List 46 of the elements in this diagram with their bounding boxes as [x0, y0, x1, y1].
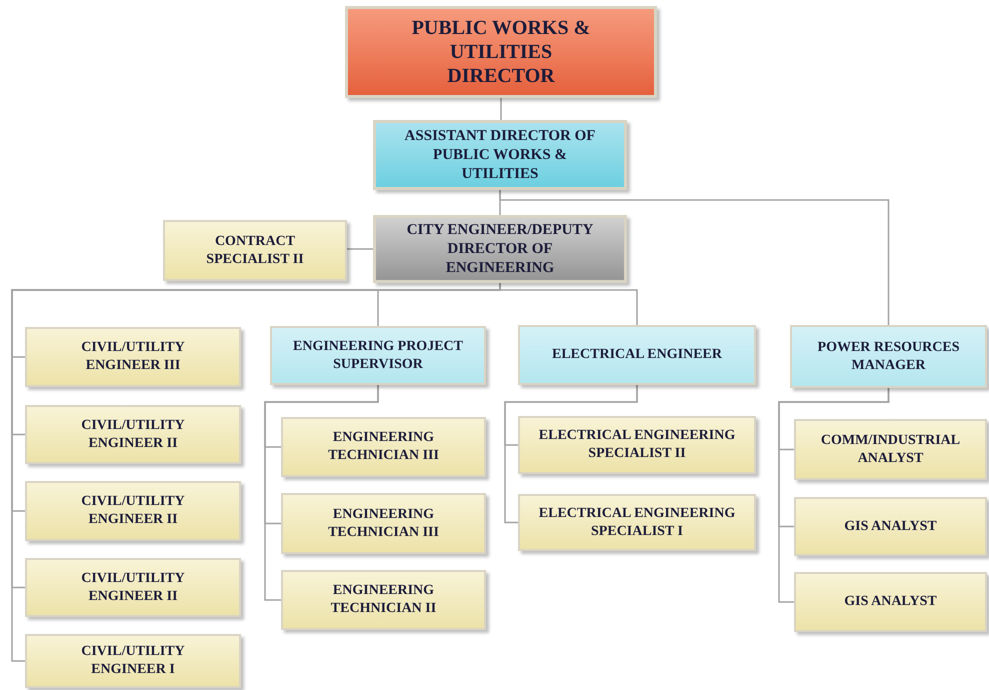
connector-line: [264, 385, 379, 601]
box-title: ASSISTANT DIRECTOR OF PUBLIC WORKS & UTILITIES: [404, 126, 596, 184]
org-box: [25, 558, 241, 617]
org-box: [794, 497, 987, 556]
org-box: [163, 220, 347, 281]
org-box: [281, 493, 486, 554]
org-box: [25, 481, 241, 541]
box-title: GIS ANALYST: [844, 593, 937, 611]
connector-line: [500, 98, 502, 120]
box-title: COMM/INDUSTRIAL ANALYST: [820, 432, 962, 468]
box-title: ENGINEERING PROJECT SUPERVISOR: [292, 338, 464, 374]
box-title: CIVIL/UTILITY ENGINEER I: [80, 643, 186, 679]
box-title: CITY ENGINEER/DEPUTY DIRECTOR OF ENGINEERING: [406, 220, 594, 278]
box-title: CONTRACT SPECIALIST II: [205, 232, 305, 268]
org-box: [518, 494, 756, 551]
org-box: [25, 634, 241, 688]
box-title: CIVIL/UTILITY ENGINEER II: [80, 493, 186, 529]
org-box: [345, 6, 657, 98]
connector-line: [347, 248, 373, 250]
box-title: ENGINEERING TECHNICIAN II: [330, 582, 438, 618]
org-box: [518, 416, 756, 474]
box-title: CIVIL/UTILITY ENGINEER II: [80, 416, 186, 452]
box-title: ELECTRICAL ENGINEERING SPECIALIST II: [538, 427, 736, 463]
org-box: [794, 419, 987, 480]
box-title: ENGINEERING TECHNICIAN III: [327, 429, 440, 465]
org-box: [373, 215, 627, 283]
org-box: [518, 325, 756, 385]
org-box: [790, 325, 987, 388]
org-box: [270, 326, 486, 385]
box-title: ELECTRICAL ENGINEER: [552, 346, 722, 364]
connector-line: [504, 385, 638, 524]
box-title: ENGINEERING TECHNICIAN III: [327, 506, 440, 542]
box-title: ELECTRICAL ENGINEERING SPECIALIST I: [538, 504, 736, 540]
box-title: GIS ANALYST: [844, 518, 937, 536]
box-title: CIVIL/UTILITY ENGINEER II: [80, 570, 186, 606]
connector-line: [499, 190, 890, 325]
box-title: PUBLIC WORKS & UTILITIES DIRECTOR: [410, 16, 592, 88]
org-box: [25, 405, 241, 464]
box-title: CIVIL/UTILITY ENGINEER III: [80, 339, 186, 375]
box-title: POWER RESOURCES MANAGER: [816, 338, 960, 374]
org-box: [281, 417, 486, 477]
connector-line: [778, 388, 890, 603]
org-box: [794, 572, 987, 632]
org-box: [373, 120, 627, 190]
org-box: [281, 570, 486, 630]
org-box: [25, 327, 241, 387]
